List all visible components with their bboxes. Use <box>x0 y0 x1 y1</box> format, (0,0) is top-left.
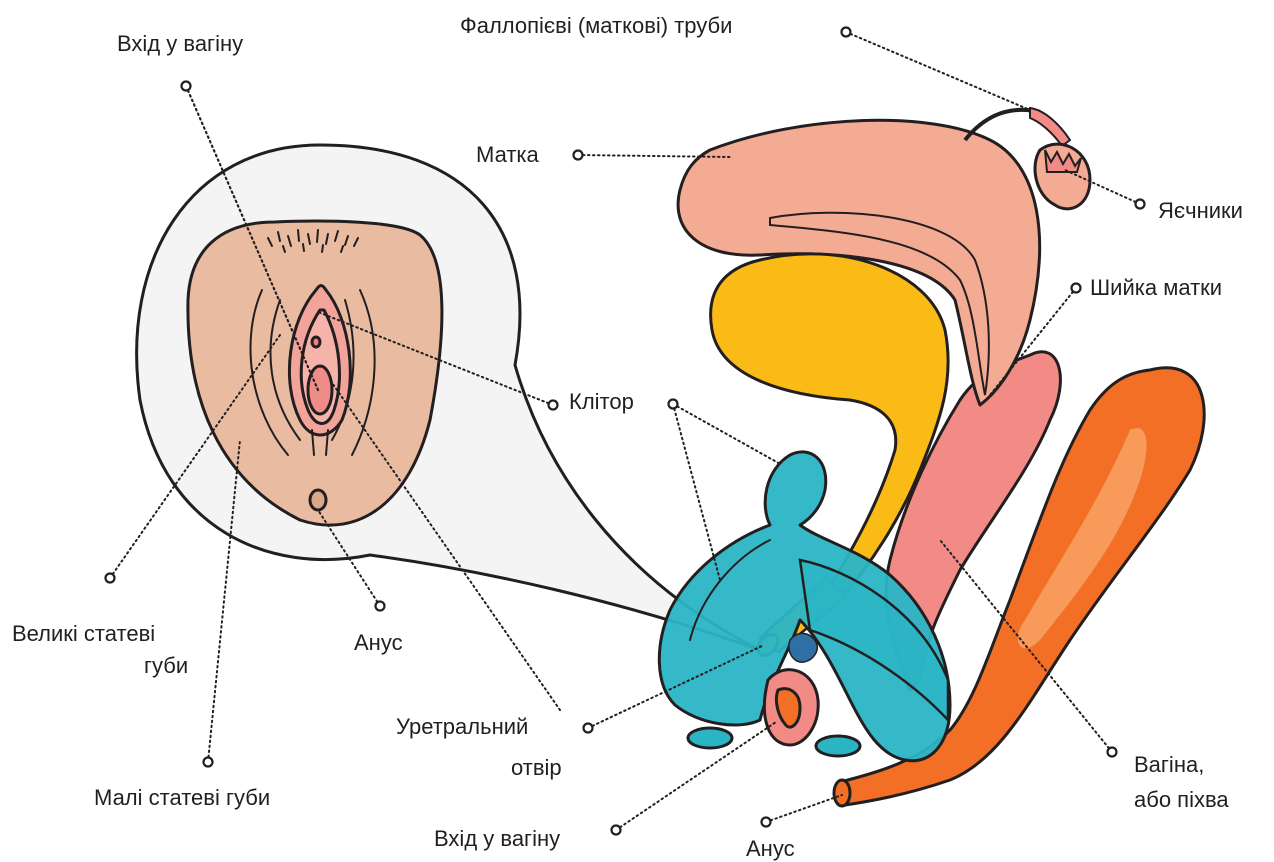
label-urethral-1: Уретральний <box>396 714 528 739</box>
dot-cervix <box>1072 284 1081 293</box>
dot-anus-inset <box>376 602 385 611</box>
dot-vagina <box>1108 748 1117 757</box>
anus-opening <box>834 780 850 806</box>
dot-clitoris-right <box>669 400 678 409</box>
dot-ovaries <box>1136 200 1145 209</box>
dot-anus-bottom <box>762 818 771 827</box>
dot-uterus <box>574 151 583 160</box>
label-ovaries: Яєчники <box>1158 198 1243 223</box>
internal-view <box>659 108 1204 806</box>
anus-inset-shape <box>310 490 326 510</box>
dot-vaginal-top <box>182 82 191 91</box>
label-vaginal-opening-top: Вхід у вагіну <box>117 31 243 56</box>
ovary-shape <box>1035 144 1090 209</box>
label-vagina-2: або піхва <box>1134 787 1229 812</box>
label-vaginal-opening-bottom: Вхід у вагіну <box>434 826 560 851</box>
dot-fallopian <box>842 28 851 37</box>
label-urethral-2: отвір <box>511 755 562 780</box>
label-labia-majora-2: губи <box>144 653 188 678</box>
label-cervix: Шийка матки <box>1090 275 1222 300</box>
dot-clitoris-left <box>549 401 558 410</box>
label-labia-majora-1: Великі статеві <box>12 621 155 646</box>
label-labia-minora: Малі статеві губи <box>94 785 270 810</box>
label-fallopian-tubes: Фаллопієві (маткові) труби <box>460 13 732 38</box>
label-vagina-1: Вагіна, <box>1134 752 1204 777</box>
dot-urethral <box>584 724 593 733</box>
dot-labia-minora <box>204 758 213 767</box>
clitoris-inset <box>312 337 320 347</box>
vaginal-opening-inset <box>308 366 332 414</box>
dot-vaginal-bottom <box>612 826 621 835</box>
label-anus-bottom: Анус <box>746 836 795 861</box>
label-anus-inset: Анус <box>354 630 403 655</box>
label-clitoris: Клітор <box>569 389 634 414</box>
label-uterus: Матка <box>476 142 540 167</box>
dot-labia-majora <box>106 574 115 583</box>
vulva-inset <box>137 145 760 650</box>
